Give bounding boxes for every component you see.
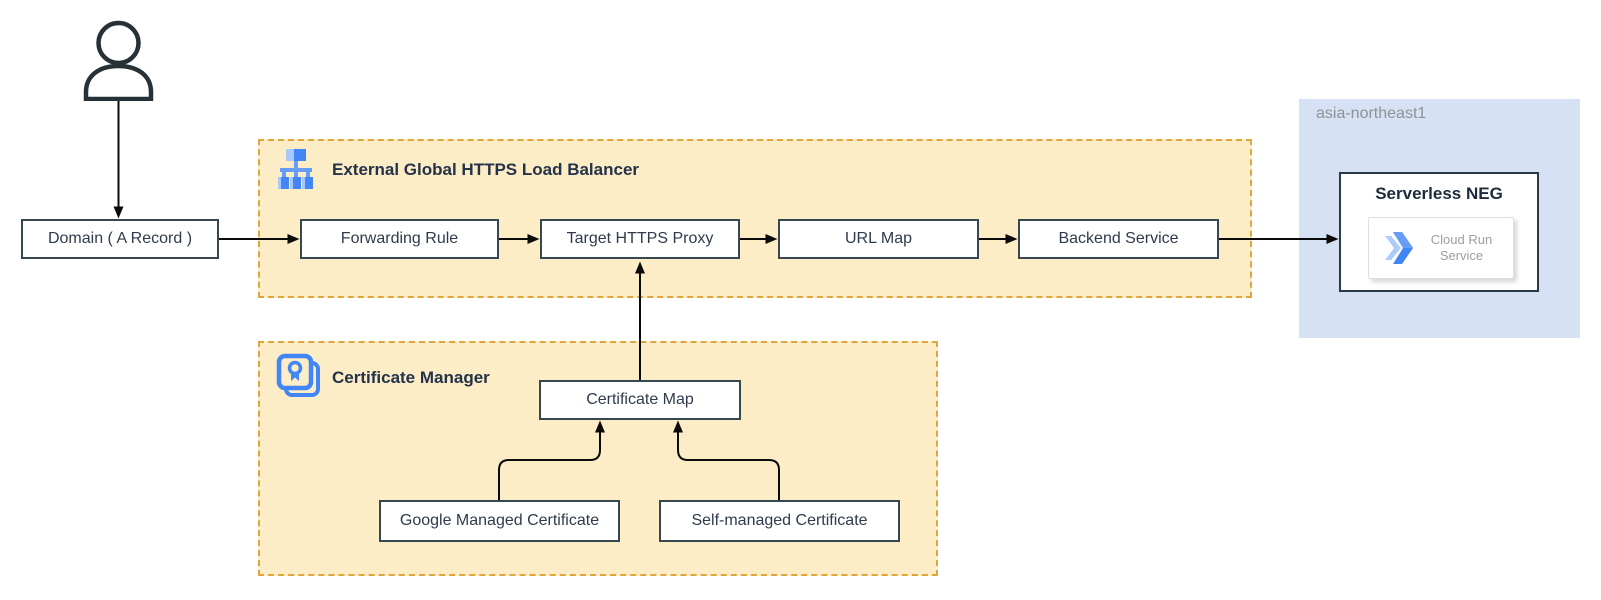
serverless-neg-title: Serverless NEG	[1375, 184, 1503, 203]
load-balancer-title: External Global HTTPS Load Balancer	[332, 160, 640, 179]
node-domain-a-record: Domain ( A Record )	[21, 219, 219, 259]
load-balancer-group	[258, 139, 1252, 298]
node-backend-service: Backend Service	[1018, 219, 1219, 259]
cloud-run-service-card: Cloud Run Service	[1368, 217, 1514, 279]
node-self-managed-certificate: Self-managed Certificate	[659, 500, 900, 542]
node-forwarding-rule: Forwarding Rule	[300, 219, 499, 259]
node-url-map: URL Map	[778, 219, 979, 259]
certificate-manager-title: Certificate Manager	[332, 368, 490, 387]
region-label: asia-northeast1	[1316, 105, 1427, 122]
node-google-managed-certificate: Google Managed Certificate	[379, 500, 620, 542]
certificate-manager-icon	[276, 353, 320, 397]
node-serverless-neg: Serverless NEG Cloud Run Service	[1339, 172, 1539, 292]
cloud-run-icon	[1385, 232, 1413, 264]
cloud-run-service-label: Cloud Run Service	[1430, 232, 1493, 263]
node-target-https-proxy: Target HTTPS Proxy	[540, 219, 740, 259]
user-icon	[83, 20, 154, 101]
node-certificate-map: Certificate Map	[539, 380, 741, 420]
load-balancer-icon	[278, 149, 313, 189]
